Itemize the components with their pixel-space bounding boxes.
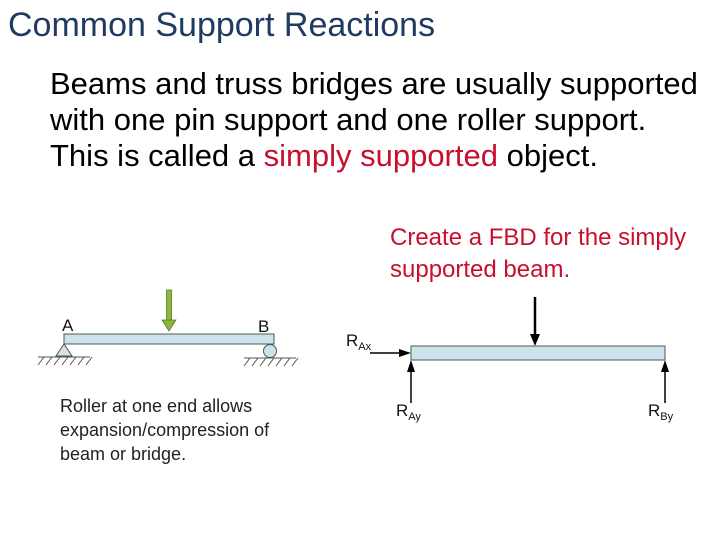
ray-arrow — [407, 360, 415, 403]
roller-support — [243, 344, 299, 367]
rby-arrow — [661, 360, 669, 403]
pin-support — [37, 343, 93, 366]
fbd-prompt: Create a FBD for the simply supported be… — [390, 224, 687, 283]
label-b: B — [258, 317, 269, 336]
rby-label: RBy — [648, 401, 674, 423]
fbd-beam — [410, 345, 666, 361]
ray-label: RAy — [396, 401, 421, 423]
fbd-load-arrow — [530, 297, 540, 346]
free-body-diagram: RAx RAy RBy — [346, 297, 674, 423]
beam — [63, 333, 275, 345]
label-a: A — [62, 316, 74, 335]
supported-beam-illustration: A B — [37, 289, 299, 367]
paragraph-text-start: Beams and truss bridges are usually supp… — [50, 66, 698, 173]
rax-arrow — [370, 349, 411, 357]
slide-title: Common Support Reactions — [8, 6, 436, 44]
paragraph-text-end: object. — [497, 138, 598, 173]
body-paragraph: Beams and truss bridges are usually supp… — [50, 66, 710, 174]
load-arrow — [161, 289, 177, 332]
rax-label: RAx — [346, 331, 372, 353]
roller-caption: Roller at one end allows expansion/compr… — [60, 396, 270, 464]
simply-supported-highlight: simply supported — [263, 138, 498, 173]
